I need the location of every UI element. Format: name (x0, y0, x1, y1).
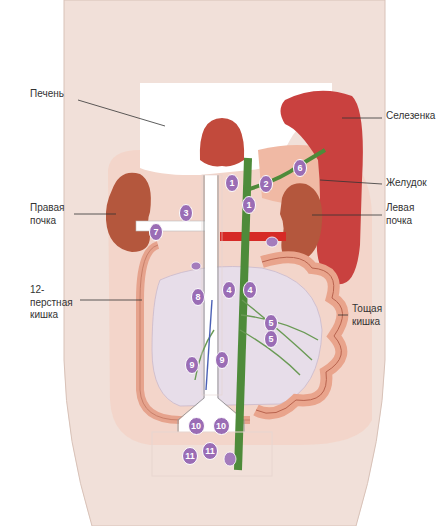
callout-number: 9 (219, 356, 224, 365)
lymph-node-ellipse (244, 282, 257, 299)
lymph-node: 10 (213, 417, 230, 435)
lymph-node-ellipse (186, 357, 199, 374)
callout-number: 9 (189, 361, 194, 370)
lymph-node: 6 (293, 159, 307, 177)
callout-number: 6 (297, 164, 302, 173)
callout-number: 11 (185, 452, 195, 461)
callout-number: 11 (205, 447, 215, 456)
organ-label: Печень (30, 88, 80, 101)
lymph-node-ellipse (203, 443, 218, 460)
lymph-node: 1 (242, 196, 256, 214)
callout-number: 5 (268, 335, 273, 344)
callout-number: 4 (247, 286, 252, 295)
lymph-node-ellipse (150, 224, 163, 241)
lymph-node: 1 (225, 174, 239, 192)
lymph-node: 2 (259, 175, 273, 193)
callout-number: 1 (246, 201, 251, 210)
organ-label: Желудок (386, 177, 442, 190)
callout-number: 8 (195, 293, 200, 302)
callout-number: 7 (153, 228, 158, 237)
lymph-node-ellipse (188, 418, 204, 435)
organ-label: 12- перстная кишка (30, 284, 80, 322)
lymph-node: 11 (202, 442, 218, 460)
callout-number: 3 (183, 209, 188, 218)
callout-number: 2 (263, 180, 268, 189)
lymph-node: 4 (243, 281, 257, 299)
lymph-node-ellipse (213, 418, 229, 435)
lymph-node-ellipse (226, 175, 239, 192)
callout-number: 4 (226, 286, 231, 295)
lymph-node-ellipse (294, 160, 307, 177)
callout-number: 10 (216, 422, 226, 431)
lymph-node: 9 (215, 351, 229, 369)
lymph-node: 9 (185, 356, 199, 374)
lymph-node: 10 (188, 417, 205, 435)
callout-number: 5 (268, 319, 273, 328)
lymph-node-ellipse (265, 315, 278, 332)
lymph-node: 5 (264, 330, 278, 348)
lymph-node: 4 (222, 281, 236, 299)
lymph-node-ellipse (180, 205, 193, 222)
lymph-node: 5 (264, 314, 278, 332)
organ-label: Левая почка (386, 202, 442, 227)
lymph-node: 11 (182, 447, 198, 465)
lymph-node-ellipse (243, 197, 256, 214)
lymph-node: 7 (149, 223, 163, 241)
lymph-node-ellipse (265, 331, 278, 348)
lymph-node-ellipse (192, 289, 205, 306)
lymph-node-ellipse (216, 352, 229, 369)
lymph-node: 3 (179, 204, 193, 222)
lymph-node-ellipse (260, 176, 273, 193)
organ-label: Правая почка (30, 202, 74, 227)
lymph-node: 8 (191, 288, 205, 306)
callout-number: 10 (191, 422, 201, 431)
callout-number: 1 (229, 179, 234, 188)
organ-label: Селезенка (386, 110, 442, 123)
lymph-node-ellipse (223, 282, 236, 299)
lymph-node-ellipse (183, 448, 198, 465)
organ-label: Тощая кишка (352, 303, 412, 328)
